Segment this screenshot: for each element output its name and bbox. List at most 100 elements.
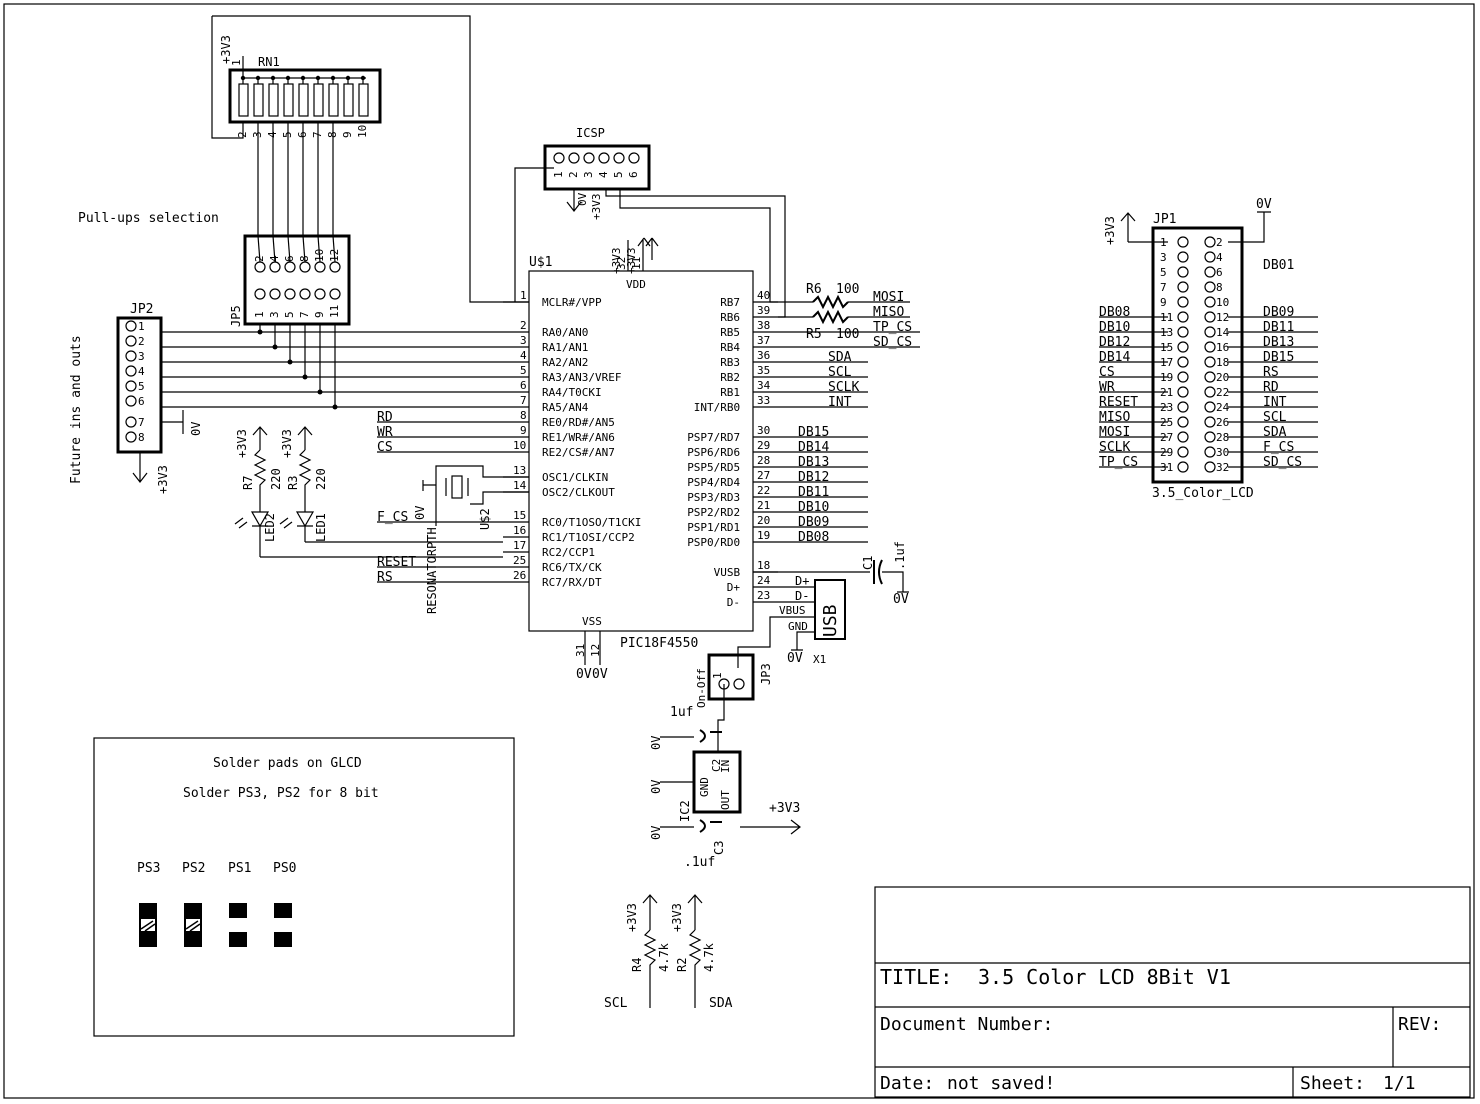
net-label: SCL bbox=[1263, 410, 1287, 425]
c2-ref: C2 bbox=[710, 759, 723, 772]
mcu-pin-number: 5 bbox=[520, 364, 527, 377]
u2-label: RESONATORPTH bbox=[425, 527, 439, 614]
icsp-pin bbox=[553, 152, 565, 164]
rn1-resistor bbox=[283, 83, 294, 117]
jp1-pin bbox=[1204, 431, 1216, 443]
net-label: DB09 bbox=[798, 515, 829, 530]
jp2-pin bbox=[125, 395, 137, 407]
r4-value: 4.7k bbox=[657, 942, 671, 972]
jp2-pin-number: 3 bbox=[138, 350, 145, 363]
jp3-label: On-Off bbox=[695, 668, 708, 708]
rn1-resistor bbox=[343, 83, 354, 117]
net-label: DB12 bbox=[1099, 335, 1130, 350]
jp5-ref: JP5 bbox=[229, 305, 243, 327]
mcu-pin-name: RA5/AN4 bbox=[542, 401, 589, 414]
net-label: DB11 bbox=[798, 485, 829, 500]
jp1-pin bbox=[1204, 296, 1216, 308]
mcu-vss-pin-label: 12 bbox=[589, 644, 602, 657]
jp2-pin bbox=[125, 416, 137, 428]
rn1-pin-number: 1 bbox=[230, 59, 243, 66]
icsp-power: +3V3 bbox=[590, 194, 603, 221]
jp1-pin bbox=[1204, 371, 1216, 383]
r3-value: 220 bbox=[314, 468, 328, 490]
net-label: MOSI bbox=[1099, 425, 1130, 440]
jp2-pin-number: 5 bbox=[138, 380, 145, 393]
mcu-pin-name: RC7/RX/DT bbox=[542, 576, 602, 589]
jp3-ref: JP3 bbox=[759, 663, 773, 685]
net-label: SD_CS bbox=[1263, 455, 1302, 470]
mcu-pin-number: 24 bbox=[757, 574, 771, 587]
mcu-pin-name: D+ bbox=[727, 581, 741, 594]
jp1-pin bbox=[1177, 446, 1189, 458]
jp1-pin-number: 12 bbox=[1216, 311, 1229, 324]
jp1-pin-number: 18 bbox=[1216, 356, 1229, 369]
mcu-pin-name: RC1/T1OSI/CCP2 bbox=[542, 531, 635, 544]
usb-vbus: VBUS bbox=[779, 604, 806, 617]
mcu-pin-number: 36 bbox=[757, 349, 770, 362]
ic2-gnd-net: 0V bbox=[649, 780, 663, 794]
mcu-pin-name: RB7 bbox=[720, 296, 740, 309]
r7-ref: R7 bbox=[241, 476, 255, 490]
mcu-pin-name: VUSB bbox=[714, 566, 741, 579]
jp1-pin-number: 1 bbox=[1160, 236, 1167, 249]
mcu-pin-name: RE2/CS#/AN7 bbox=[542, 446, 615, 459]
net-label: CS bbox=[377, 440, 393, 455]
c1-gnd: 0V bbox=[893, 592, 909, 607]
r2-ref: R2 bbox=[675, 958, 689, 972]
net-label: SCL bbox=[828, 365, 852, 380]
r4-ref: R4 bbox=[630, 958, 644, 972]
jp5-pin bbox=[269, 288, 281, 300]
mcu-pin-number: 23 bbox=[757, 589, 770, 602]
usb-connector bbox=[814, 579, 846, 640]
jp1-pin bbox=[1204, 251, 1216, 263]
i2c-pullups: +3V3 R4 4.7k SCL +3V3 R2 4.7k SDA bbox=[604, 894, 733, 1011]
pad-ps0-open bbox=[274, 903, 292, 918]
jp2-gnd: 0V bbox=[189, 422, 203, 436]
rn1-power: +3V3 bbox=[219, 35, 233, 64]
net-label: WR bbox=[377, 425, 393, 440]
u2-gnd: 0V bbox=[413, 506, 427, 520]
mcu-pin-number: 15 bbox=[513, 509, 526, 522]
jp1-pin-number: 9 bbox=[1160, 296, 1167, 309]
ic2-in-pin: IN bbox=[719, 760, 732, 773]
net-label: DB09 bbox=[1263, 305, 1294, 320]
net-label: MOSI bbox=[873, 290, 904, 305]
mcu-pin-name: PSP4/RD4 bbox=[687, 476, 740, 489]
net-label: RS bbox=[1263, 365, 1279, 380]
icsp-pin bbox=[568, 152, 580, 164]
mcu-pin-name: D- bbox=[727, 596, 740, 609]
net-label: F_CS bbox=[1263, 440, 1294, 455]
rn1-pin-number: 10 bbox=[356, 125, 369, 138]
icsp-ref: ICSP bbox=[576, 126, 605, 140]
icsp-pin-number: 1 bbox=[552, 171, 565, 178]
jp1-pin-number: 24 bbox=[1216, 401, 1230, 414]
net-label: DB10 bbox=[798, 500, 829, 515]
jp5-pin bbox=[284, 261, 296, 273]
jp5-pin bbox=[299, 288, 311, 300]
mcu-pin-name: RE1/WR#/AN6 bbox=[542, 431, 615, 444]
mcu-pin-number: 37 bbox=[757, 334, 770, 347]
mcu-pin-number: 19 bbox=[757, 529, 770, 542]
jp2-pin-number: 2 bbox=[138, 335, 145, 348]
jp1-pin bbox=[1177, 326, 1189, 338]
mcu-pin-number: 22 bbox=[757, 484, 770, 497]
mcu-pin-number: 10 bbox=[513, 439, 526, 452]
rn1-resistor bbox=[313, 83, 324, 117]
mcu-pin-name: RB1 bbox=[720, 386, 740, 399]
mcu-vdd-pin-label: 11 bbox=[630, 257, 643, 270]
led1-ref: LED1 bbox=[314, 513, 328, 542]
mcu-pin-number: 17 bbox=[513, 539, 526, 552]
jp1-pin bbox=[1204, 311, 1216, 323]
icsp-pin bbox=[613, 152, 625, 164]
jp1-pin bbox=[1177, 236, 1189, 248]
c3-gnd: 0V bbox=[649, 826, 663, 840]
ic2-ref: IC2 bbox=[678, 800, 692, 822]
jp1-pin bbox=[1177, 401, 1189, 413]
jp2-pin bbox=[125, 320, 137, 332]
rn1-resistor bbox=[238, 83, 249, 117]
jp1-pin bbox=[1177, 386, 1189, 398]
jp5-pin-number: 7 bbox=[298, 311, 311, 318]
jp2-pin-number: 8 bbox=[138, 431, 145, 444]
mcu-pin-name: RB5 bbox=[720, 326, 740, 339]
jp1-pin-number: 16 bbox=[1216, 341, 1229, 354]
